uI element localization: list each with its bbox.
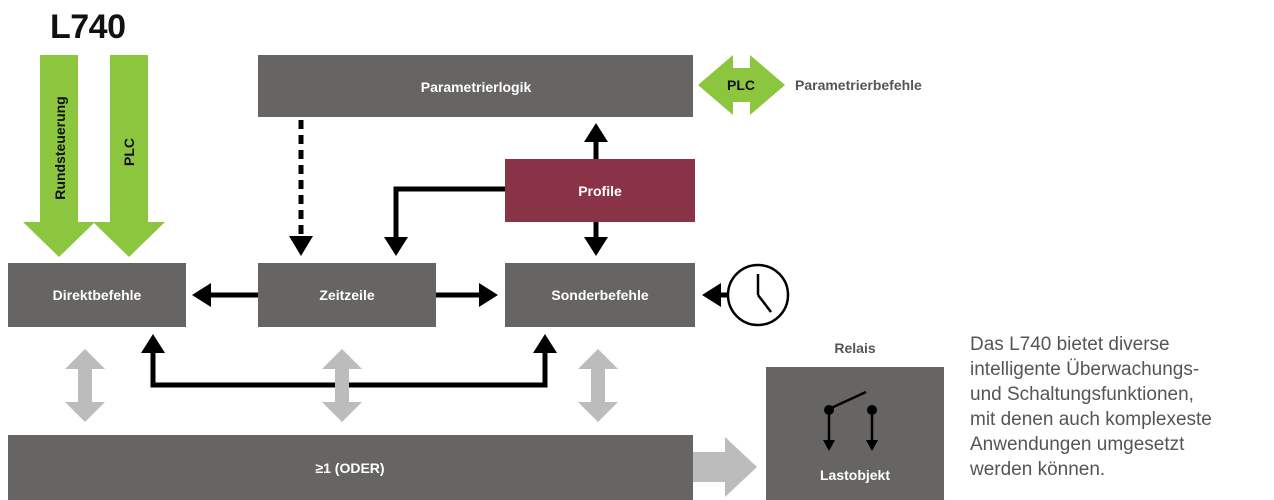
gray-double-arrow-middle: [322, 349, 362, 422]
parametrierlogik-label: Parametrierlogik: [421, 79, 532, 95]
description-line: mit denen auch komplexeste: [970, 409, 1212, 430]
clock-to-sonderbefehle-head: [702, 283, 721, 307]
plc-input-label: PLC: [121, 138, 137, 166]
description-line: werden können.: [970, 459, 1106, 480]
feedback-to-sonderbefehle-head: [533, 334, 557, 353]
profile-to-sonderbefehle-head: [584, 237, 608, 256]
oder-box: [8, 435, 693, 500]
relais-label: Relais: [834, 340, 875, 356]
plc-double-arrow: [698, 55, 785, 115]
zeitzeile-box: [258, 263, 436, 327]
description-line: und Schaltungsfunktionen,: [970, 384, 1194, 405]
gray-double-arrow-right: [578, 349, 618, 422]
description-line: intelligente Überwachungs-: [970, 359, 1200, 380]
rundsteuerung-arrow: [23, 55, 95, 257]
description-line: Anwendungen umgesetzt: [970, 434, 1185, 455]
plc-input-arrow: [93, 55, 165, 257]
lastobjekt-box: [766, 367, 944, 500]
zeitzeile-to-direktbefehle-head: [192, 283, 211, 307]
direktbefehle-box: [8, 263, 186, 327]
description-line: Das L740 bietet diverse: [970, 334, 1170, 355]
profile-to-zeitzeile-line: [393, 186, 505, 237]
relay-switch-icon: [823, 390, 878, 451]
parametrierbefehle-label: Parametrierbefehle: [795, 77, 922, 93]
dotted-arrow-head: [289, 236, 313, 256]
parametrierlogik-box: [258, 55, 693, 117]
feedback-to-direktbefehle-head: [141, 334, 165, 353]
zeitzeile-to-sonderbefehle-head: [479, 283, 498, 307]
profile-to-parametrierlogik-head: [584, 123, 608, 142]
sonderbefehle-box: [505, 263, 695, 327]
oder-to-lastobjekt-arrow: [693, 437, 757, 497]
direktbefehle-label: Direktbefehle: [53, 287, 142, 303]
description-text: Das L740 bietet diverse intelligente Übe…: [970, 332, 1270, 482]
gray-double-arrow-left: [65, 349, 105, 422]
lastobjekt-label: Lastobjekt: [820, 467, 890, 483]
sonderbefehle-label: Sonderbefehle: [551, 287, 648, 303]
profile-label: Profile: [578, 183, 622, 199]
profile-box: [505, 159, 695, 222]
clock-icon: [726, 263, 790, 327]
diagram-title: L740: [50, 8, 126, 46]
profile-to-zeitzeile-head: [384, 237, 408, 256]
plc-double-arrow-label: PLC: [727, 77, 755, 93]
rundsteuerung-label: Rundsteuerung: [52, 96, 68, 199]
oder-label: ≥1 (ODER): [315, 460, 384, 476]
zeitzeile-label: Zeitzeile: [319, 287, 374, 303]
